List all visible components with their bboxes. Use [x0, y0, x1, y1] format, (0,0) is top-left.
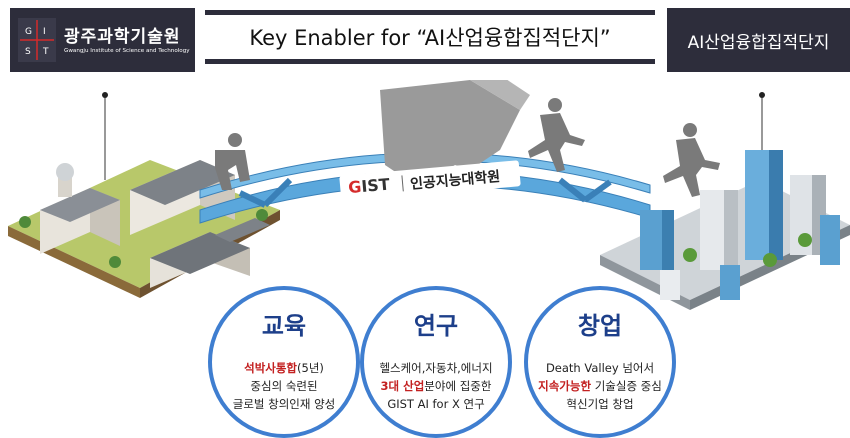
city-illustration [600, 92, 850, 310]
svg-text:S: S [25, 47, 31, 57]
right-header-label: AI산업융합집적단지 [667, 8, 850, 72]
svg-text:I: I [43, 27, 46, 37]
gist-logo-mark-icon: G I S T [18, 18, 56, 62]
svg-text:T: T [42, 47, 49, 57]
circle-highlight: 석박사통합 [244, 361, 298, 375]
svg-text:G: G [25, 27, 32, 37]
bridge-sign-gist: GIST [347, 175, 390, 198]
bridge-illustration [8, 80, 850, 310]
circle-education: 교육 석박사통합(5년) 중심의 숙련된 글로벌 창의인재 양성 [208, 286, 360, 438]
circle-line: 석박사통합(5년) [206, 360, 362, 376]
circle-highlight: 지속가능한 [538, 379, 592, 393]
institute-name-kr: 광주과학기술원 [64, 27, 181, 47]
circle-text: Death Valley 넘어서 [545, 361, 655, 375]
circle-text: (5년) [297, 361, 324, 375]
title-banner: Key Enabler for “AI산업융합집적단지” [205, 10, 655, 68]
circle-title: 창업 [577, 312, 623, 340]
circle-text: 분야에 집중한 [424, 379, 492, 393]
circle-text: 혁신기업 창업 [566, 397, 634, 411]
circle-line: 헬스케어,자동차,에너지 [358, 360, 514, 376]
circle-line: 3대 산업분야에 집중한 [358, 378, 514, 394]
circle-text: GIST AI for X 연구 [387, 397, 485, 411]
title-bottom-rule [205, 59, 655, 64]
bridge-sign-ist: IST [360, 174, 391, 196]
circle-text: 헬스케어,자동차,에너지 [379, 361, 493, 375]
circle-title: 교육 [261, 312, 307, 340]
gist-logo-box: G I S T 광주과학기술원 Gwangju Institute of Sci… [10, 8, 195, 72]
runner-silhouettes [215, 98, 720, 197]
circle-highlight: 3대 산업 [380, 379, 425, 393]
institute-name-en: Gwangju Institute of Science and Technol… [64, 48, 190, 54]
bridge-sign-divider [401, 175, 404, 192]
title-top-rule [205, 10, 655, 15]
page-title: Key Enabler for “AI산업융합집적단지” [249, 26, 611, 50]
circle-text: 중심의 숙련된 [250, 379, 318, 393]
hand-silhouette [380, 80, 530, 175]
circle-line: 혁신기업 창업 [522, 396, 678, 412]
circle-text: 글로벌 창의인재 양성 [232, 397, 336, 411]
circle-research: 연구 헬스케어,자동차,에너지 3대 산업분야에 집중한 GIST AI for… [360, 286, 512, 438]
circle-line: Death Valley 넘어서 [522, 360, 678, 376]
circle-text: 기술실증 중심 [591, 379, 662, 393]
circle-line: 지속가능한 기술실증 중심 [522, 378, 678, 394]
circle-title: 연구 [413, 312, 459, 340]
circle-startup: 창업 Death Valley 넘어서 지속가능한 기술실증 중심 혁신기업 창… [524, 286, 676, 438]
circle-line: GIST AI for X 연구 [358, 396, 514, 412]
circle-line: 글로벌 창의인재 양성 [206, 396, 362, 412]
circle-line: 중심의 숙련된 [206, 378, 362, 394]
